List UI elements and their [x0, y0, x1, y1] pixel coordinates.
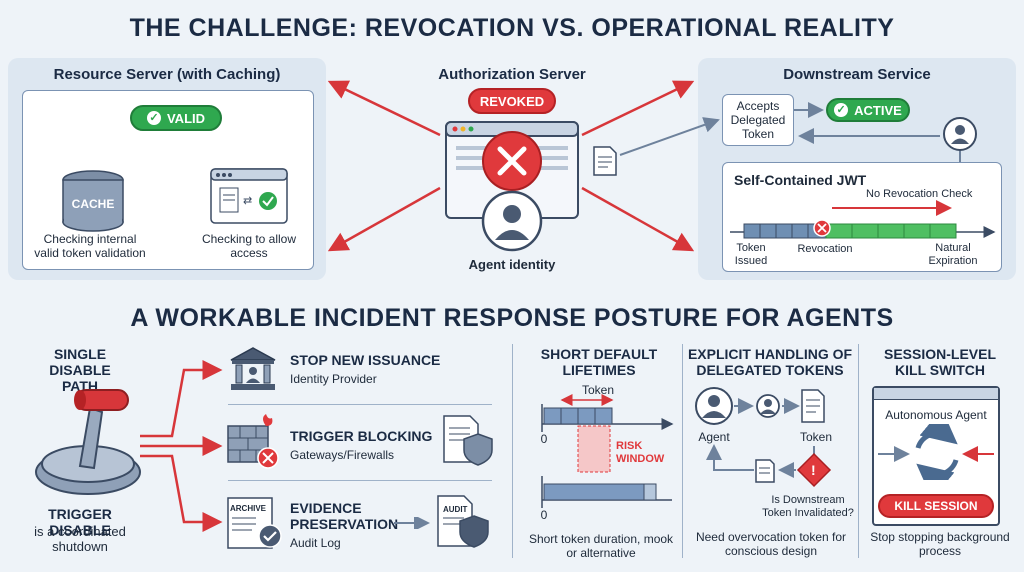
cache-label: CACHE	[71, 197, 115, 211]
section-title: A WORKABLE INCIDENT RESPONSE POSTURE FOR…	[130, 304, 894, 332]
stop-issuance-title: STOP NEW ISSUANCE	[290, 352, 441, 368]
cache-caption: Checking internal valid token validation	[34, 232, 146, 260]
agent-avatar-icon	[481, 190, 543, 252]
firewall-icon	[227, 414, 279, 469]
svg-text:!: !	[811, 462, 816, 478]
top-arrows	[84, 80, 961, 252]
zero-label-bottom: 0	[540, 508, 548, 522]
access-caption: Checking to allow access	[201, 232, 297, 260]
delegated-title: EXPLICIT HANDLING OF DELEGATED TOKENS	[687, 346, 853, 378]
lifetimes-caption: Short token duration, mook or alternativ…	[528, 532, 674, 560]
accepts-token-label: Accepts Delegated Token	[730, 99, 786, 141]
jwt-box	[722, 162, 1002, 272]
lever-icon	[35, 389, 141, 495]
evidence-title: EVIDENCE PRESERVATION	[290, 500, 399, 532]
zero-label-top: 0	[540, 432, 548, 446]
risk-window-label: RISK WINDOW	[616, 440, 665, 465]
column-divider	[858, 344, 859, 558]
row-divider	[228, 480, 492, 481]
autonomous-agent-label: Autonomous Agent	[885, 408, 987, 422]
user-avatar-icon	[943, 117, 977, 151]
browser-check-icon: ⇄	[210, 168, 288, 224]
column-divider	[512, 344, 513, 558]
trigger-blocking-sub: Gateways/Firewalls	[290, 448, 395, 462]
token-doc-icon	[593, 146, 617, 176]
token-label: Token	[581, 383, 615, 397]
evidence-sub: Audit Log	[290, 536, 341, 550]
delegated-agent-label: Agent	[698, 430, 730, 444]
window-titlebar	[874, 388, 998, 400]
row-divider	[228, 404, 492, 405]
downstream-title: Downstream Service	[783, 66, 931, 83]
delegated-caption: Need overvocation token for conscious de…	[695, 530, 847, 558]
jwt-timeline	[730, 200, 996, 239]
killswitch-title: SESSION-LEVEL KILL SWITCH	[883, 346, 997, 378]
cache-icon	[62, 170, 124, 232]
resource-server-title: Resource Server (with Caching)	[53, 66, 281, 83]
auth-server-title: Authorization Server	[438, 66, 586, 83]
institution-icon	[230, 347, 276, 390]
shield-doc-icon	[443, 415, 493, 466]
stop-issuance-sub: Identity Provider	[290, 372, 377, 386]
archive-doc-icon	[227, 497, 282, 549]
auth-server-window	[445, 121, 579, 219]
active-badge-label: ACTIVE	[854, 102, 902, 118]
column-divider	[682, 344, 683, 558]
killswitch-caption: Stop stopping background process	[870, 530, 1010, 558]
valid-badge-label: VALID	[166, 110, 206, 126]
no-revocation-label: No Revocation Check	[866, 188, 973, 200]
trigger-disable-sub: is a coordinated shutdown	[34, 524, 126, 554]
check-icon: ✓	[146, 111, 161, 125]
refresh-cycle-icon	[878, 424, 994, 480]
revocation-label: Revocation	[797, 243, 853, 255]
evidence-arrow	[394, 517, 430, 529]
accepts-token-box: Accepts Delegated Token	[722, 94, 794, 146]
kill-session-button[interactable]: KILL SESSION	[878, 494, 994, 518]
downstream-question: Is Downstream Token Invalidated?	[762, 494, 854, 519]
svg-text:⇄: ⇄	[243, 195, 252, 207]
page-title: THE CHALLENGE: REVOCATION VS. OPERATIONA…	[129, 14, 895, 42]
token-issued-label: Token Issued	[734, 242, 768, 267]
x-icon	[482, 131, 542, 191]
revoked-badge: REVOKED	[468, 88, 556, 114]
audit-label: AUDIT	[443, 505, 468, 514]
delegated-token-label: Token	[799, 430, 833, 444]
lifetimes-title: SHORT DEFAULT LIFETIMES	[540, 346, 658, 378]
archive-label: ARCHIVE	[230, 504, 267, 513]
jwt-title: Self-Contained JWT	[734, 172, 867, 188]
check-icon: ✓	[834, 103, 849, 117]
lifetime-chart	[541, 394, 674, 508]
trigger-blocking-title: TRIGGER BLOCKING	[290, 428, 433, 444]
natural-expiration-label: Natural Expiration	[928, 242, 978, 267]
agent-identity-label: Agent identity	[468, 257, 556, 272]
audit-doc-icon	[437, 495, 489, 548]
active-badge: ✓ ACTIVE	[826, 98, 910, 122]
trigger-disable-title: TRIGGER DISABLE	[48, 506, 112, 538]
delegated-flow: !	[695, 387, 832, 488]
disable-arrows	[140, 360, 223, 532]
valid-badge: ✓ VALID	[130, 105, 222, 131]
